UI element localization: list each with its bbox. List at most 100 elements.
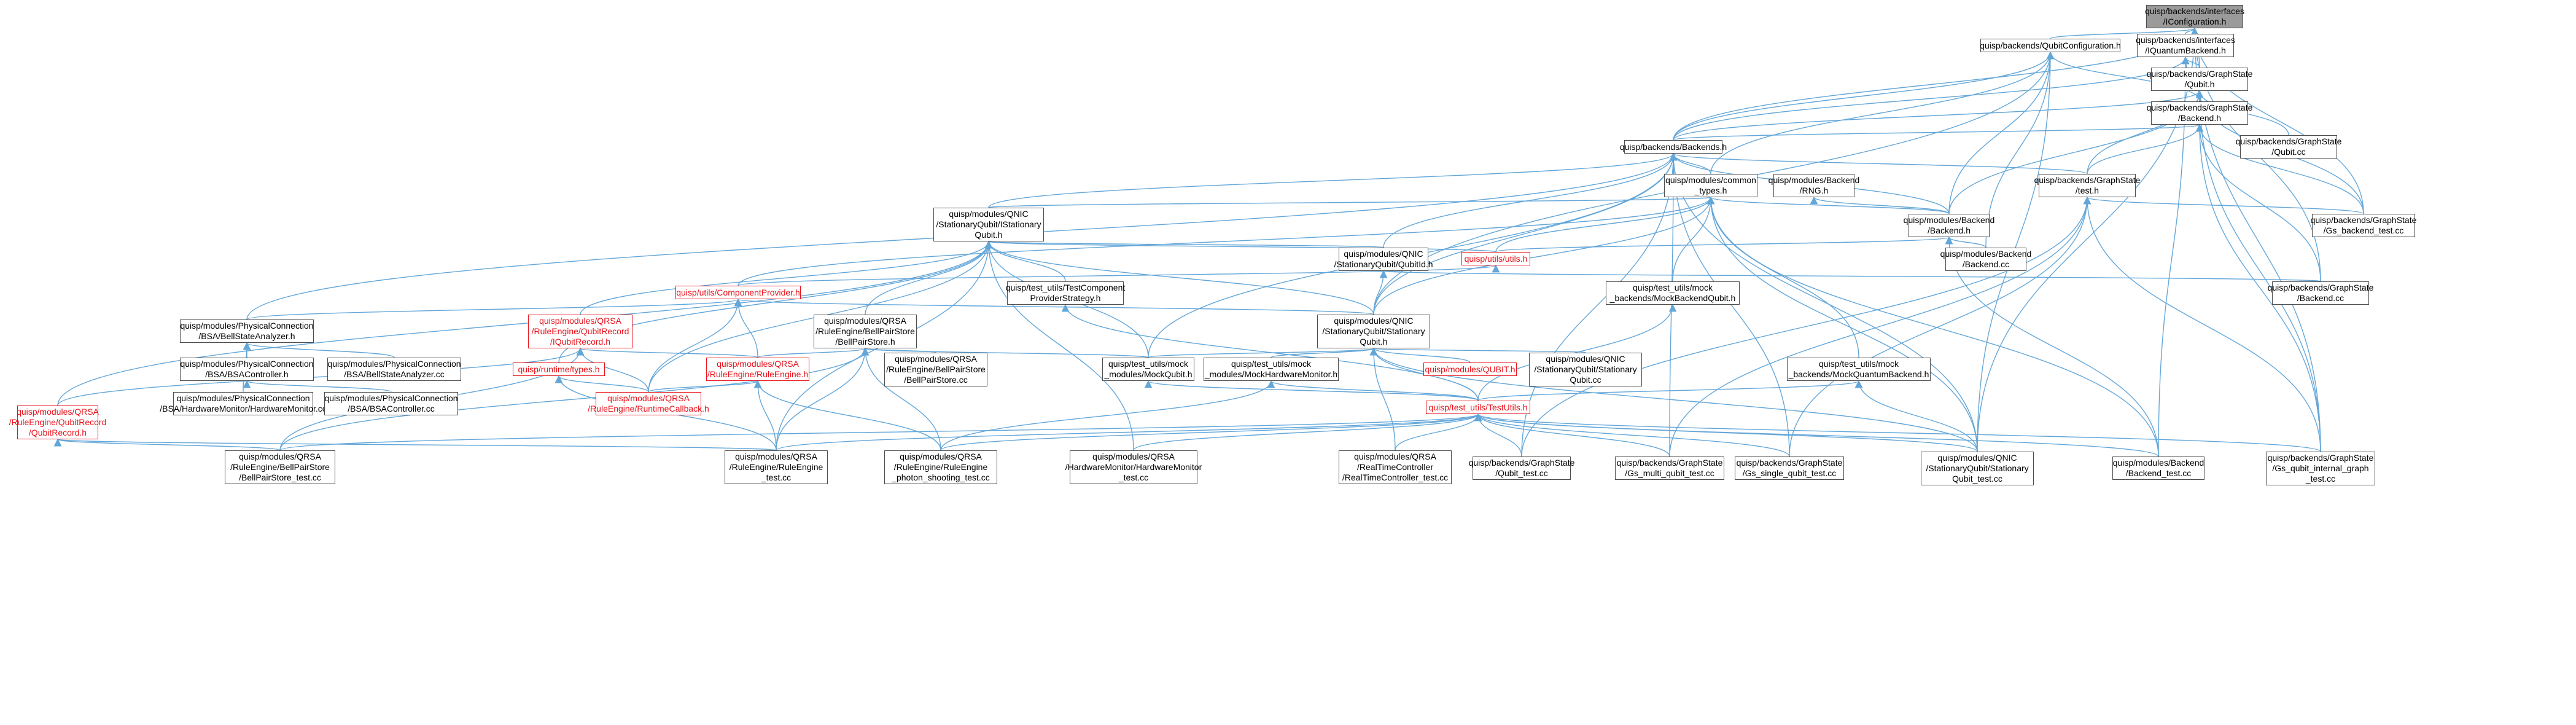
node-iconfiguration[interactable]: quisp/backends/interfaces /IConfiguratio…	[2145, 5, 2244, 28]
node-iqubitrecord[interactable]: quisp/modules/QRSA /RuleEngine/QubitReco…	[528, 315, 632, 348]
node-gs-backend-test[interactable]: quisp/backends/GraphState /Gs_backend_te…	[2310, 214, 2417, 237]
node-gs-multi-qubit-test[interactable]: quisp/backends/GraphState /Gs_multi_qubi…	[1615, 457, 1724, 480]
node-hardware-monitor-cc[interactable]: quisp/modules/PhysicalConnection /BSA/Ha…	[160, 392, 327, 415]
node-module-backend-test[interactable]: quisp/modules/Backend /Backend_test.cc	[2112, 457, 2204, 480]
node-label: quisp/backends/QubitConfiguration.h	[1980, 40, 2121, 50]
node-bell-state-analyzer-cc[interactable]: quisp/modules/PhysicalConnection /BSA/Be…	[327, 358, 461, 381]
node-istationary-qubit[interactable]: quisp/modules/QNIC /StationaryQubit/ISta…	[933, 208, 1044, 241]
node-runtime-callback[interactable]: quisp/modules/QRSA /RuleEngine/RuntimeCa…	[588, 392, 709, 415]
edge-graphstate-backend-cc-to-qnic-qubitid	[1380, 270, 2321, 282]
node-bell-state-analyzer-h[interactable]: quisp/modules/PhysicalConnection /BSA/Be…	[180, 319, 314, 343]
node-mock-quantum-backend[interactable]: quisp/test_utils/mock _backends/MockQuan…	[1787, 358, 1931, 381]
node-graphstate-test-h[interactable]: quisp/backends/GraphState /test.h	[2034, 174, 2140, 197]
edge-backends-h-to-graphstate-qubit-h	[1673, 90, 2204, 141]
edge-common-types-to-qubit-configuration	[1710, 51, 2055, 174]
node-label: quisp/backends/interfaces /IQuantumBacke…	[2136, 35, 2235, 55]
edge-gs-multi-qubit-test-to-graphstate-test-h	[1669, 196, 2092, 457]
node-test-component-provider-strategy[interactable]: quisp/test_utils/TestComponent ProviderS…	[1005, 281, 1126, 305]
node-label: quisp/modules/QNIC /StationaryQubit/Stat…	[1926, 453, 2029, 484]
node-mock-hardware-monitor[interactable]: quisp/test_utils/mock _modules/MockHardw…	[1204, 358, 1339, 381]
node-bsa-controller-h[interactable]: quisp/modules/PhysicalConnection /BSA/BS…	[180, 358, 314, 381]
node-gs-internal-graph-test[interactable]: quisp/backends/GraphState /Gs_qubit_inte…	[2266, 452, 2375, 485]
node-label: quisp/backends/interfaces /IConfiguratio…	[2145, 6, 2244, 26]
node-label: quisp/modules/Backend /Backend.h	[1903, 215, 1995, 235]
node-common-types[interactable]: quisp/modules/common _types.h	[1664, 174, 1757, 197]
node-qubit-configuration[interactable]: quisp/backends/QubitConfiguration.h	[1980, 39, 2121, 52]
node-label: quisp/modules/QRSA /RuleEngine/BellPairS…	[815, 316, 915, 347]
edge-gs-internal-graph-test-to-iconfiguration	[2190, 27, 2321, 452]
node-label: quisp/backends/GraphState /Qubit.cc	[2235, 136, 2342, 157]
node-backend-rng[interactable]: quisp/modules/Backend /RNG.h	[1769, 174, 1859, 197]
node-iquantum-backend[interactable]: quisp/backends/interfaces /IQuantumBacke…	[2136, 34, 2235, 57]
edge-gs-single-qubit-test-to-graphstate-test-h	[1789, 196, 2092, 457]
node-label: quisp/modules/QRSA /HardwareMonitor/Hard…	[1065, 452, 1202, 482]
node-graphstate-backend-cc[interactable]: quisp/backends/GraphState /Backend.cc	[2268, 281, 2373, 305]
node-bellpairstore-cc[interactable]: quisp/modules/QRSA /RuleEngine/BellPairS…	[884, 353, 987, 386]
edge-rule-engine-photon-test-to-rule-engine-h	[753, 380, 941, 451]
node-label: quisp/modules/QRSA /RuleEngine/QubitReco…	[531, 316, 629, 347]
edge-stationary-qubit-test-to-common-types	[1706, 196, 1978, 452]
edge-module-backend-test-to-module-backend-h	[1945, 236, 2159, 457]
node-qubit-module[interactable]: quisp/modules/QUBIT.h	[1423, 362, 1517, 376]
node-bsa-controller-cc[interactable]: quisp/modules/PhysicalConnection /BSA/BS…	[324, 392, 458, 415]
node-label: quisp/modules/QRSA /RuleEngine/QubitReco…	[9, 407, 107, 437]
edge-bellpairstore-h-to-istationary-qubit	[865, 240, 993, 315]
node-utils-h[interactable]: quisp/utils/utils.h	[1461, 252, 1530, 265]
edge-mock-hardware-monitor-to-stationary-qubit-h	[1270, 347, 1378, 358]
node-label: quisp/test_utils/TestComponent ProviderS…	[1005, 283, 1126, 303]
edge-mock-qubit-to-stationary-qubit-h	[1148, 347, 1377, 358]
node-qnic-qubitid[interactable]: quisp/modules/QNIC /StationaryQubit/Qubi…	[1334, 248, 1433, 271]
edge-test-utils-to-mock-hardware-monitor	[1267, 380, 1479, 401]
edge-istationary-qubit-to-common-types	[988, 196, 1714, 208]
node-module-backend-cc[interactable]: quisp/modules/Backend /Backend.cc	[1940, 248, 2031, 271]
node-module-backend-h[interactable]: quisp/modules/Backend /Backend.h	[1904, 214, 1994, 237]
node-graphstate-qubit-cc[interactable]: quisp/backends/GraphState /Qubit.cc	[2236, 135, 2341, 159]
node-mock-qubit[interactable]: quisp/test_utils/mock _modules/MockQubit…	[1102, 358, 1194, 381]
node-label: quisp/modules/common _types.h	[1665, 175, 1756, 195]
node-label: quisp/modules/PhysicalConnection /BSA/Be…	[180, 321, 314, 341]
edge-rule-engine-photon-test-to-mock-hardware-monitor	[940, 380, 1275, 451]
node-realtime-controller-test[interactable]: quisp/modules/QRSA /RealTimeController /…	[1339, 450, 1452, 484]
node-runtime-types[interactable]: quisp/runtime/types.h	[513, 362, 605, 376]
node-label: quisp/test_utils/mock _modules/MockQubit…	[1104, 359, 1193, 379]
node-gs-qubit-test[interactable]: quisp/backends/GraphState /Qubit_test.cc	[1469, 457, 1574, 480]
node-rule-engine-h[interactable]: quisp/modules/QRSA /RuleEngine/RuleEngin…	[706, 358, 809, 381]
node-stationary-qubit-h[interactable]: quisp/modules/QNIC /StationaryQubit/Stat…	[1317, 315, 1430, 348]
node-label: quisp/backends/GraphState /Qubit_test.cc	[1468, 458, 1575, 478]
node-component-provider[interactable]: quisp/utils/ComponentProvider.h	[675, 286, 801, 299]
edge-gs-internal-graph-test-to-test-utils	[1474, 413, 2321, 452]
node-stationary-qubit-test[interactable]: quisp/modules/QNIC /StationaryQubit/Stat…	[1921, 452, 2034, 485]
node-stationary-qubit-cc[interactable]: quisp/modules/QNIC /StationaryQubit/Stat…	[1529, 353, 1642, 386]
node-graphstate-qubit-h[interactable]: quisp/backends/GraphState /Qubit.h	[2147, 68, 2252, 91]
edge-rule-engine-test-to-test-utils	[776, 413, 1482, 451]
node-qubitrecord-h[interactable]: quisp/modules/QRSA /RuleEngine/QubitReco…	[9, 406, 106, 439]
edge-test-component-provider-strategy-to-istationary-qubit	[984, 240, 1066, 282]
edge-common-types-to-backends-h	[1669, 152, 1711, 174]
node-label: quisp/backends/GraphState /Qubit.h	[2146, 69, 2253, 89]
node-mock-backend-qubit[interactable]: quisp/test_utils/mock _backends/MockBack…	[1606, 281, 1740, 305]
node-bellpairstore-h[interactable]: quisp/modules/QRSA /RuleEngine/BellPairS…	[814, 315, 917, 348]
node-label: quisp/modules/QRSA /RuleEngine/RuleEngin…	[892, 452, 990, 482]
edge-stationary-qubit-test-to-backends-h	[1669, 152, 1978, 452]
node-graphstate-backend-h[interactable]: quisp/backends/GraphState /Backend.h	[2147, 101, 2252, 125]
edge-backends-h-to-qubit-configuration	[1673, 51, 2055, 141]
edge-rule-engine-test-to-qubitrecord-h	[55, 438, 777, 451]
edge-component-provider-to-common-types	[737, 196, 1715, 286]
edge-qubit-configuration-to-iconfiguration	[2050, 27, 2198, 39]
node-test-utils[interactable]: quisp/test_utils/TestUtils.h	[1426, 401, 1530, 414]
edge-gs-internal-graph-test-to-graphstate-qubit-h	[2195, 90, 2321, 452]
node-label: quisp/modules/QRSA /RuleEngine/BellPairS…	[230, 452, 330, 482]
edge-gs-single-qubit-test-to-backends-h	[1669, 152, 1790, 457]
node-rule-engine-photon-test[interactable]: quisp/modules/QRSA /RuleEngine/RuleEngin…	[884, 450, 997, 484]
node-gs-single-qubit-test[interactable]: quisp/backends/GraphState /Gs_single_qub…	[1735, 457, 1844, 480]
node-label: quisp/utils/ComponentProvider.h	[676, 287, 800, 297]
edge-module-backend-test-to-common-types	[1706, 196, 2159, 457]
node-rule-engine-test[interactable]: quisp/modules/QRSA /RuleEngine/RuleEngin…	[725, 450, 828, 484]
node-hardware-monitor-test[interactable]: quisp/modules/QRSA /HardwareMonitor/Hard…	[1065, 450, 1202, 484]
node-bellpairstore-test[interactable]: quisp/modules/QRSA /RuleEngine/BellPairS…	[225, 450, 335, 484]
node-label: quisp/modules/QRSA /RuleEngine/RuntimeCa…	[588, 393, 709, 413]
node-label: quisp/backends/GraphState /Gs_backend_te…	[2310, 215, 2417, 235]
node-backends-h[interactable]: quisp/backends/Backends.h	[1620, 140, 1727, 154]
node-label: quisp/backends/GraphState /Gs_multi_qubi…	[1616, 458, 1723, 478]
